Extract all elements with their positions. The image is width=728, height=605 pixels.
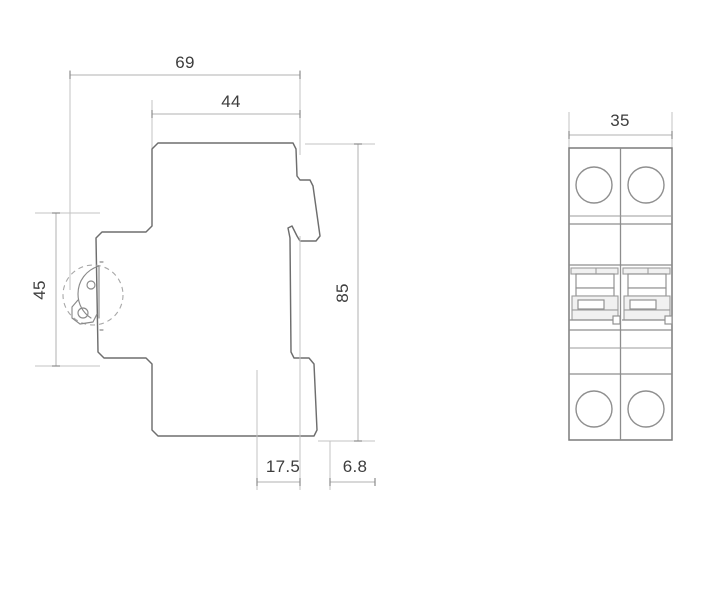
dimension-17-5: 17.5 <box>256 236 301 490</box>
dim-label-44: 44 <box>221 92 241 111</box>
front-horizontal-dividers <box>569 215 672 375</box>
lever-left-right-stop <box>612 315 621 325</box>
dim-label-6-8: 6.8 <box>343 457 368 476</box>
lever-left-base <box>571 309 619 321</box>
side-view-inner-edges <box>99 261 104 331</box>
terminal-top-right-icon <box>627 166 665 204</box>
din-clip-pivot-hole <box>86 280 96 290</box>
din-clip-arc <box>77 265 100 319</box>
dimension-44: 44 <box>151 92 301 118</box>
lever-left-top-bar <box>570 267 619 275</box>
dim-label-85: 85 <box>333 283 352 303</box>
dim-label-17-5: 17.5 <box>266 457 300 476</box>
din-clip-lower-hole <box>77 307 89 319</box>
din-clip-hook <box>71 299 98 325</box>
side-view-group: 69 44 45 <box>30 53 376 490</box>
dim-label-69: 69 <box>175 53 195 72</box>
dim-label-45: 45 <box>30 280 49 300</box>
dimension-45: 45 <box>30 212 100 367</box>
dimension-85: 85 <box>305 143 375 442</box>
lever-right-right-stop <box>664 315 673 325</box>
terminal-top-left-icon <box>575 166 613 204</box>
dimension-35: 35 <box>568 111 673 150</box>
lever-left[interactable] <box>569 267 621 325</box>
terminal-bottom-right-icon <box>627 390 665 428</box>
lever-left-inner-tab <box>577 299 605 310</box>
lever-right-upper-block <box>627 273 667 289</box>
lever-right-inner-tab <box>629 299 657 310</box>
side-view-profile-outline <box>95 142 321 437</box>
front-view-group: 35 <box>568 111 673 441</box>
dim-label-35: 35 <box>610 111 630 130</box>
lever-right[interactable] <box>622 267 673 325</box>
terminal-bottom-left-icon <box>575 390 613 428</box>
din-rail-clip-detail <box>62 264 124 326</box>
lever-right-mid-band <box>627 287 667 297</box>
din-clip-dashed-circle <box>62 264 124 326</box>
lever-left-mid-band <box>575 287 615 297</box>
lever-right-base <box>623 309 671 321</box>
lever-left-upper-block <box>575 273 615 289</box>
lever-right-top-bar <box>622 267 671 275</box>
dimension-6-8: 6.8 <box>329 441 376 490</box>
dimension-69: 69 <box>69 53 301 79</box>
